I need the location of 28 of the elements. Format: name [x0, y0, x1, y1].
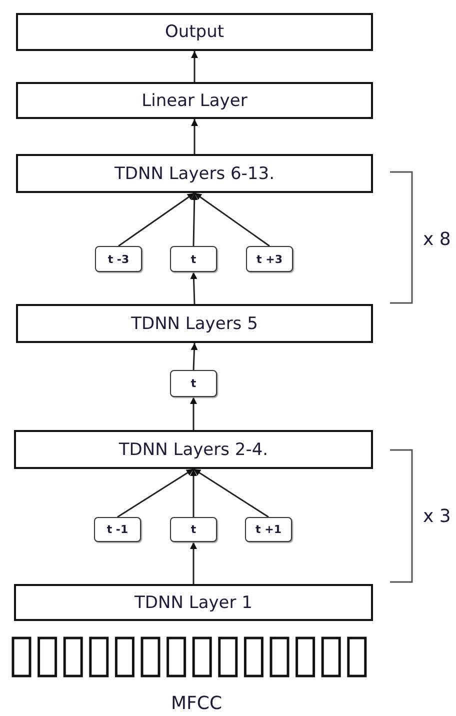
- layer-box: TDNN Layers 2-4.: [14, 430, 373, 469]
- arrow: [190, 192, 198, 246]
- layer-box: TDNN Layers 6-13.: [16, 154, 373, 193]
- time-step-box: t: [170, 370, 217, 397]
- time-step-box: t: [170, 246, 217, 272]
- arrow: [190, 272, 198, 304]
- time-step-box: t -3: [95, 246, 142, 272]
- layer-box: Linear Layer: [16, 82, 373, 119]
- layer-box: Output: [16, 13, 373, 51]
- arrow: [190, 469, 197, 517]
- arrow: [190, 542, 197, 584]
- arrow: [118, 192, 195, 247]
- repeat-count: x 3: [423, 506, 451, 527]
- time-step-box: t: [170, 517, 217, 542]
- arrow: [190, 397, 197, 430]
- arrow: [117, 468, 194, 518]
- time-step-box: t +3: [246, 246, 293, 272]
- time-step-box: t +1: [245, 517, 292, 542]
- time-step-box: t -1: [94, 517, 141, 542]
- layer-box: TDNN Layer 1: [14, 584, 373, 621]
- arrow: [193, 468, 269, 518]
- repeat-count: x 8: [423, 229, 451, 250]
- arrow: [190, 342, 198, 370]
- arrow: [191, 51, 198, 82]
- layer-box: TDNN Layers 5: [16, 304, 373, 343]
- arrow: [191, 119, 198, 154]
- arrow: [194, 192, 270, 247]
- input-feature-label: MFCC: [171, 693, 222, 714]
